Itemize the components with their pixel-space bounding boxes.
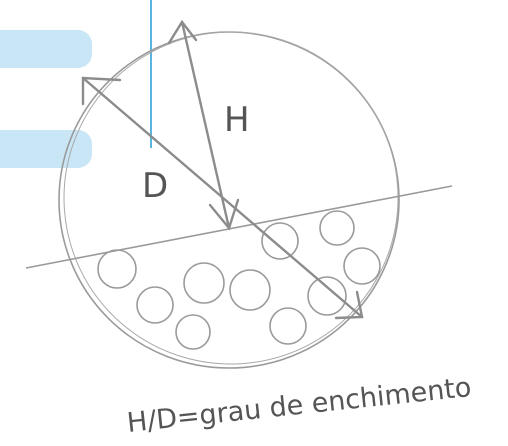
caption: H/D=grau de enchimento [125,372,472,439]
height-arrow [167,19,240,231]
mill-circle [58,31,400,369]
height-label: H [224,100,250,140]
ball [229,269,271,311]
top-tab [0,30,92,68]
ball [343,247,381,285]
grinding-balls [97,210,381,350]
ball [97,249,137,289]
ball [175,314,211,350]
ball [269,307,307,345]
diameter-label: D [142,166,168,206]
filling-level-line [25,185,453,269]
ball [307,276,347,316]
ball [261,222,299,260]
ball [183,262,225,304]
middle-tab [0,130,92,168]
ball [319,210,355,246]
ball [136,286,174,324]
